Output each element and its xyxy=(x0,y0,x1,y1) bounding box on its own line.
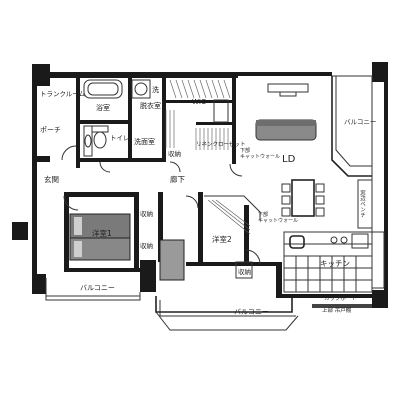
ld-label: LD xyxy=(282,154,296,165)
wic-label: WIC xyxy=(192,98,206,106)
entrance-label: 玄関 xyxy=(44,174,59,184)
dressing-label: 脱衣室 xyxy=(140,101,161,110)
bedroom1-label: 洋室1 xyxy=(92,228,112,238)
bedroom2-label: 洋室2 xyxy=(212,234,232,244)
closet-a-label: 収納 xyxy=(140,209,153,218)
hallway-label: 廊下 xyxy=(170,174,185,184)
bathroom-label: 浴室 xyxy=(96,103,110,112)
balcony-right-label: バルコニー xyxy=(344,118,376,126)
ceiling-note-1: 下部キャットウォール xyxy=(240,147,280,160)
closet-c-label: 収納 xyxy=(238,267,251,276)
living-furniture xyxy=(255,83,373,229)
outer-walls xyxy=(12,62,388,308)
ceiling-note-2: 下部キャットウォール xyxy=(258,211,298,224)
kitchen xyxy=(283,231,385,308)
kitchen-label: キッチン xyxy=(320,259,350,268)
balcony-bottom-label: バルコニー xyxy=(234,308,269,316)
balconies xyxy=(45,75,373,331)
toilet-label: トイレ xyxy=(110,134,130,142)
closet-b-label: 収納 xyxy=(140,241,153,250)
upper-cabinet-label: 上部 吊戸棚 xyxy=(322,306,352,314)
wash-room-label: 洗面室 xyxy=(134,137,155,146)
counter-board-label: カップボード xyxy=(324,294,357,302)
trunk-room-label: トランクルーム xyxy=(40,90,86,98)
porch-label: ポーチ xyxy=(40,126,61,134)
storage-label: 収納 xyxy=(168,149,181,158)
bathroom-fixtures xyxy=(83,79,231,157)
doors xyxy=(61,145,261,265)
laundry-label: 洗 xyxy=(152,85,159,94)
balcony-bottom-left-label: バルコニー xyxy=(80,284,115,292)
window-bench-label: 窓辺ベンチ xyxy=(359,189,366,218)
linen-closet-label: リネンクローゼット xyxy=(196,140,246,148)
bedroom-furniture xyxy=(69,195,261,281)
